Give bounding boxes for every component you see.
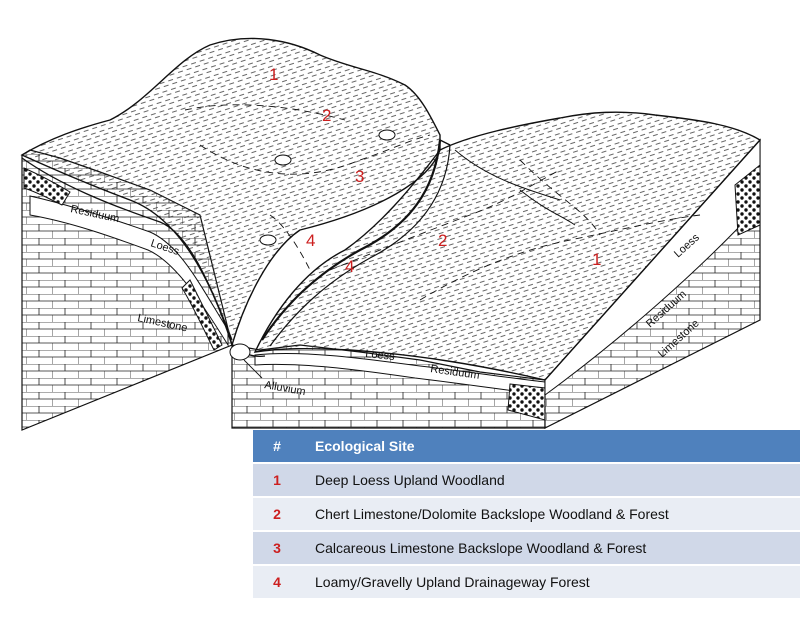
right-cross-section: [544, 138, 761, 429]
right-upland-surface: [253, 111, 762, 381]
label-loess-front: Loess: [365, 348, 396, 363]
legend-header-number: #: [253, 430, 301, 463]
legend-row-site: Loamy/Gravelly Upland Drainageway Forest: [301, 564, 800, 598]
legend-row-number: 1: [253, 462, 301, 497]
legend-row-number: 2: [253, 496, 301, 531]
legend-row-site: Calcareous Limestone Backslope Woodland …: [301, 530, 800, 565]
legend-row: 1 Deep Loess Upland Woodland: [253, 462, 800, 497]
drainageway-channel: [229, 139, 576, 379]
legend-row: 3 Calcareous Limestone Backslope Woodlan…: [253, 530, 800, 565]
site-marker-3-left: 3: [355, 167, 364, 186]
legend-row-site: Deep Loess Upland Woodland: [301, 462, 800, 497]
site-marker-2-right: 2: [438, 231, 447, 250]
legend-header-row: # Ecological Site: [253, 430, 800, 463]
legend-row: 4 Loamy/Gravelly Upland Drainageway Fore…: [253, 564, 800, 598]
ecological-site-legend: # Ecological Site 1 Deep Loess Upland Wo…: [253, 430, 800, 598]
site-marker-2-left: 2: [322, 106, 331, 125]
legend-row-number: 4: [253, 564, 301, 598]
left-upland-surface: [20, 37, 441, 348]
site-marker-1-right: 1: [592, 250, 601, 269]
site-marker-4-left: 4: [306, 231, 315, 250]
legend-row-number: 3: [253, 530, 301, 565]
legend-header-site: Ecological Site: [301, 430, 800, 463]
site-marker-1-left: 1: [269, 65, 278, 84]
site-marker-4-right: 4: [345, 257, 354, 276]
legend-row: 2 Chert Limestone/Dolomite Backslope Woo…: [253, 496, 800, 531]
legend-row-site: Chert Limestone/Dolomite Backslope Woodl…: [301, 496, 800, 531]
